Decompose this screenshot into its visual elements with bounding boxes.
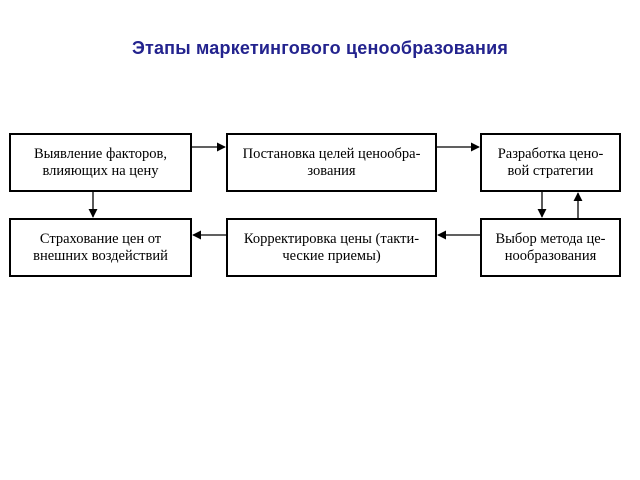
node-choose-pricing-method: Выбор метода це- нообразования bbox=[480, 218, 621, 277]
node-price-insurance: Страхование цен от внешних воздействий bbox=[9, 218, 192, 277]
node-identify-factors: Выявление факторов, влияющих на цену bbox=[9, 133, 192, 192]
node-price-adjustment: Корректировка цены (такти- ческие приемы… bbox=[226, 218, 437, 277]
node-set-pricing-goals: Постановка целей ценообра- зования bbox=[226, 133, 437, 192]
diagram-title: Этапы маркетингового ценообразования bbox=[131, 38, 509, 58]
node-develop-pricing-strategy: Разработка цено- вой стратегии bbox=[480, 133, 621, 192]
